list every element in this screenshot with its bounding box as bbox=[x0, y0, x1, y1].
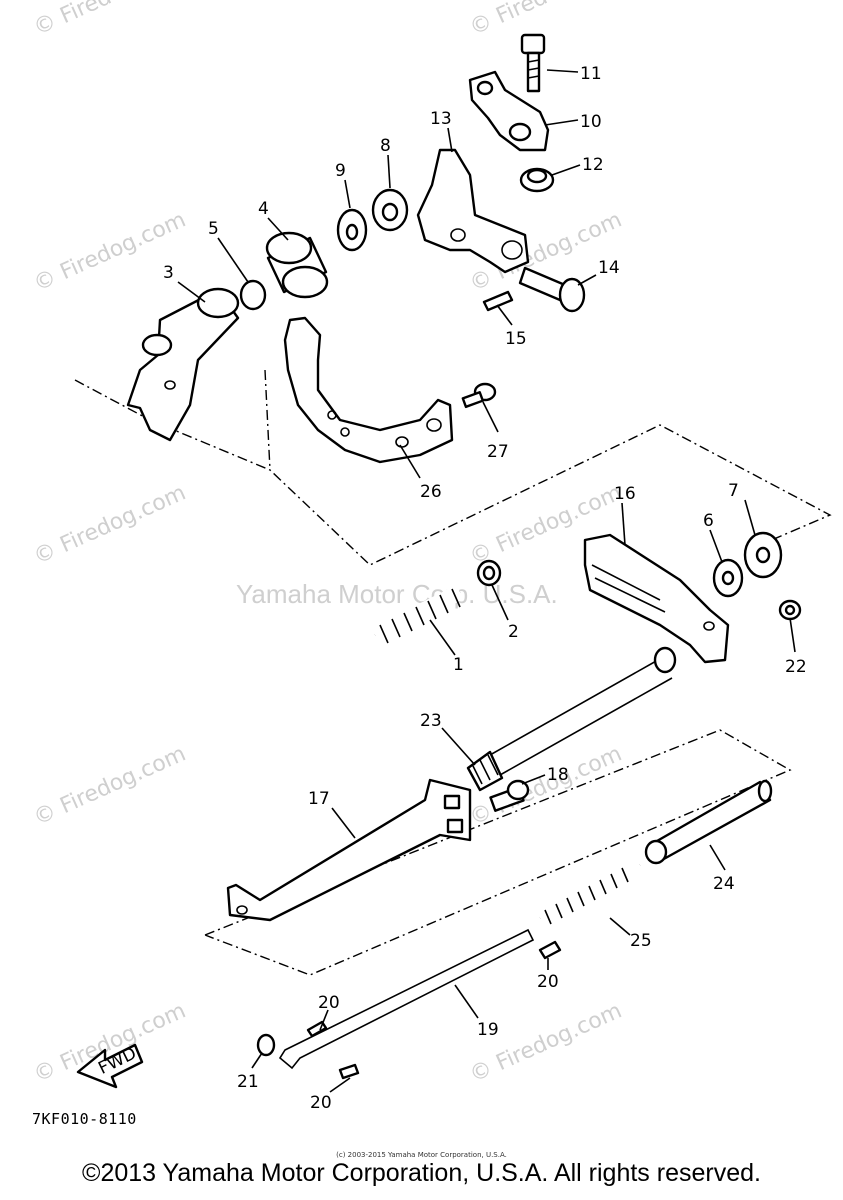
callout-17: 17 bbox=[308, 789, 330, 809]
spring-23-part bbox=[466, 750, 504, 792]
washer-7-part bbox=[743, 531, 783, 579]
bolt-18-part bbox=[489, 779, 530, 812]
bracket-10-part bbox=[468, 70, 550, 152]
fwd-arrow-icon: FWD bbox=[76, 1044, 144, 1089]
cotter-15-part bbox=[482, 290, 514, 312]
figure-code: 7KF010-8110 bbox=[32, 1110, 137, 1128]
nut-22-part bbox=[778, 599, 802, 621]
callout-20c: 20 bbox=[310, 1093, 332, 1113]
callout-11: 11 bbox=[580, 64, 602, 84]
center-watermark: Yamaha Motor Corp. U.S.A. bbox=[236, 579, 558, 609]
small-copyright: (c) 2003-2015 Yamaha Motor Corporation, … bbox=[336, 1151, 507, 1159]
copyright-footer: ©2013 Yamaha Motor Corporation, U.S.A. A… bbox=[82, 1159, 761, 1187]
ring-21-part bbox=[256, 1033, 276, 1057]
callout-9: 9 bbox=[335, 161, 346, 181]
pin-14-part bbox=[518, 266, 586, 313]
callout-20b: 20 bbox=[537, 972, 559, 992]
callout-25: 25 bbox=[630, 931, 652, 951]
callout-14: 14 bbox=[598, 258, 620, 278]
rod-19-part bbox=[278, 928, 535, 1070]
callout-3: 3 bbox=[163, 263, 174, 283]
callout-1: 1 bbox=[453, 655, 464, 675]
callout-8: 8 bbox=[380, 136, 391, 156]
washer-9-part bbox=[336, 208, 368, 252]
callout-24: 24 bbox=[713, 874, 735, 894]
spring-25-part bbox=[537, 859, 643, 925]
washer-2-part bbox=[476, 559, 502, 587]
lower-assembly-frame bbox=[204, 729, 792, 976]
center-link-line bbox=[264, 369, 271, 471]
callout-12: 12 bbox=[582, 155, 604, 175]
swivel-bracket-3-part bbox=[126, 287, 240, 442]
washer-6-part bbox=[712, 558, 744, 598]
bolt-11-part bbox=[520, 33, 546, 93]
nut-12-part bbox=[519, 167, 555, 193]
spring-1-part bbox=[371, 584, 464, 644]
callout-23: 23 bbox=[420, 711, 442, 731]
lever-17-part bbox=[226, 778, 472, 922]
plate-16-part bbox=[583, 533, 730, 664]
callout-18: 18 bbox=[547, 765, 569, 785]
callout-6: 6 bbox=[703, 511, 714, 531]
callout-19: 19 bbox=[477, 1020, 499, 1040]
ring-5-part bbox=[239, 279, 267, 311]
callout-27: 27 bbox=[487, 442, 509, 462]
cotter-20c-part bbox=[338, 1063, 360, 1080]
callout-10: 10 bbox=[580, 112, 602, 132]
callout-20a: 20 bbox=[318, 993, 340, 1013]
screw-27-part bbox=[461, 382, 497, 409]
callout-26: 26 bbox=[420, 482, 442, 502]
bracket-13-part bbox=[416, 148, 530, 274]
callout-7: 7 bbox=[728, 481, 739, 501]
callout-22: 22 bbox=[785, 657, 807, 677]
callout-4: 4 bbox=[258, 199, 269, 219]
callout-21: 21 bbox=[237, 1072, 259, 1092]
tube-24-part bbox=[644, 779, 773, 865]
washer-8-part bbox=[371, 188, 409, 232]
cotter-20a-part bbox=[306, 1020, 328, 1038]
callout-2: 2 bbox=[508, 622, 519, 642]
cotter-20b-part bbox=[538, 940, 562, 960]
plate-26-part bbox=[283, 316, 454, 464]
callout-16: 16 bbox=[614, 484, 636, 504]
callout-5: 5 bbox=[208, 219, 219, 239]
callout-15: 15 bbox=[505, 329, 527, 349]
rod-part bbox=[489, 646, 677, 776]
callout-13: 13 bbox=[430, 109, 452, 129]
bushing-4-part bbox=[265, 231, 329, 299]
